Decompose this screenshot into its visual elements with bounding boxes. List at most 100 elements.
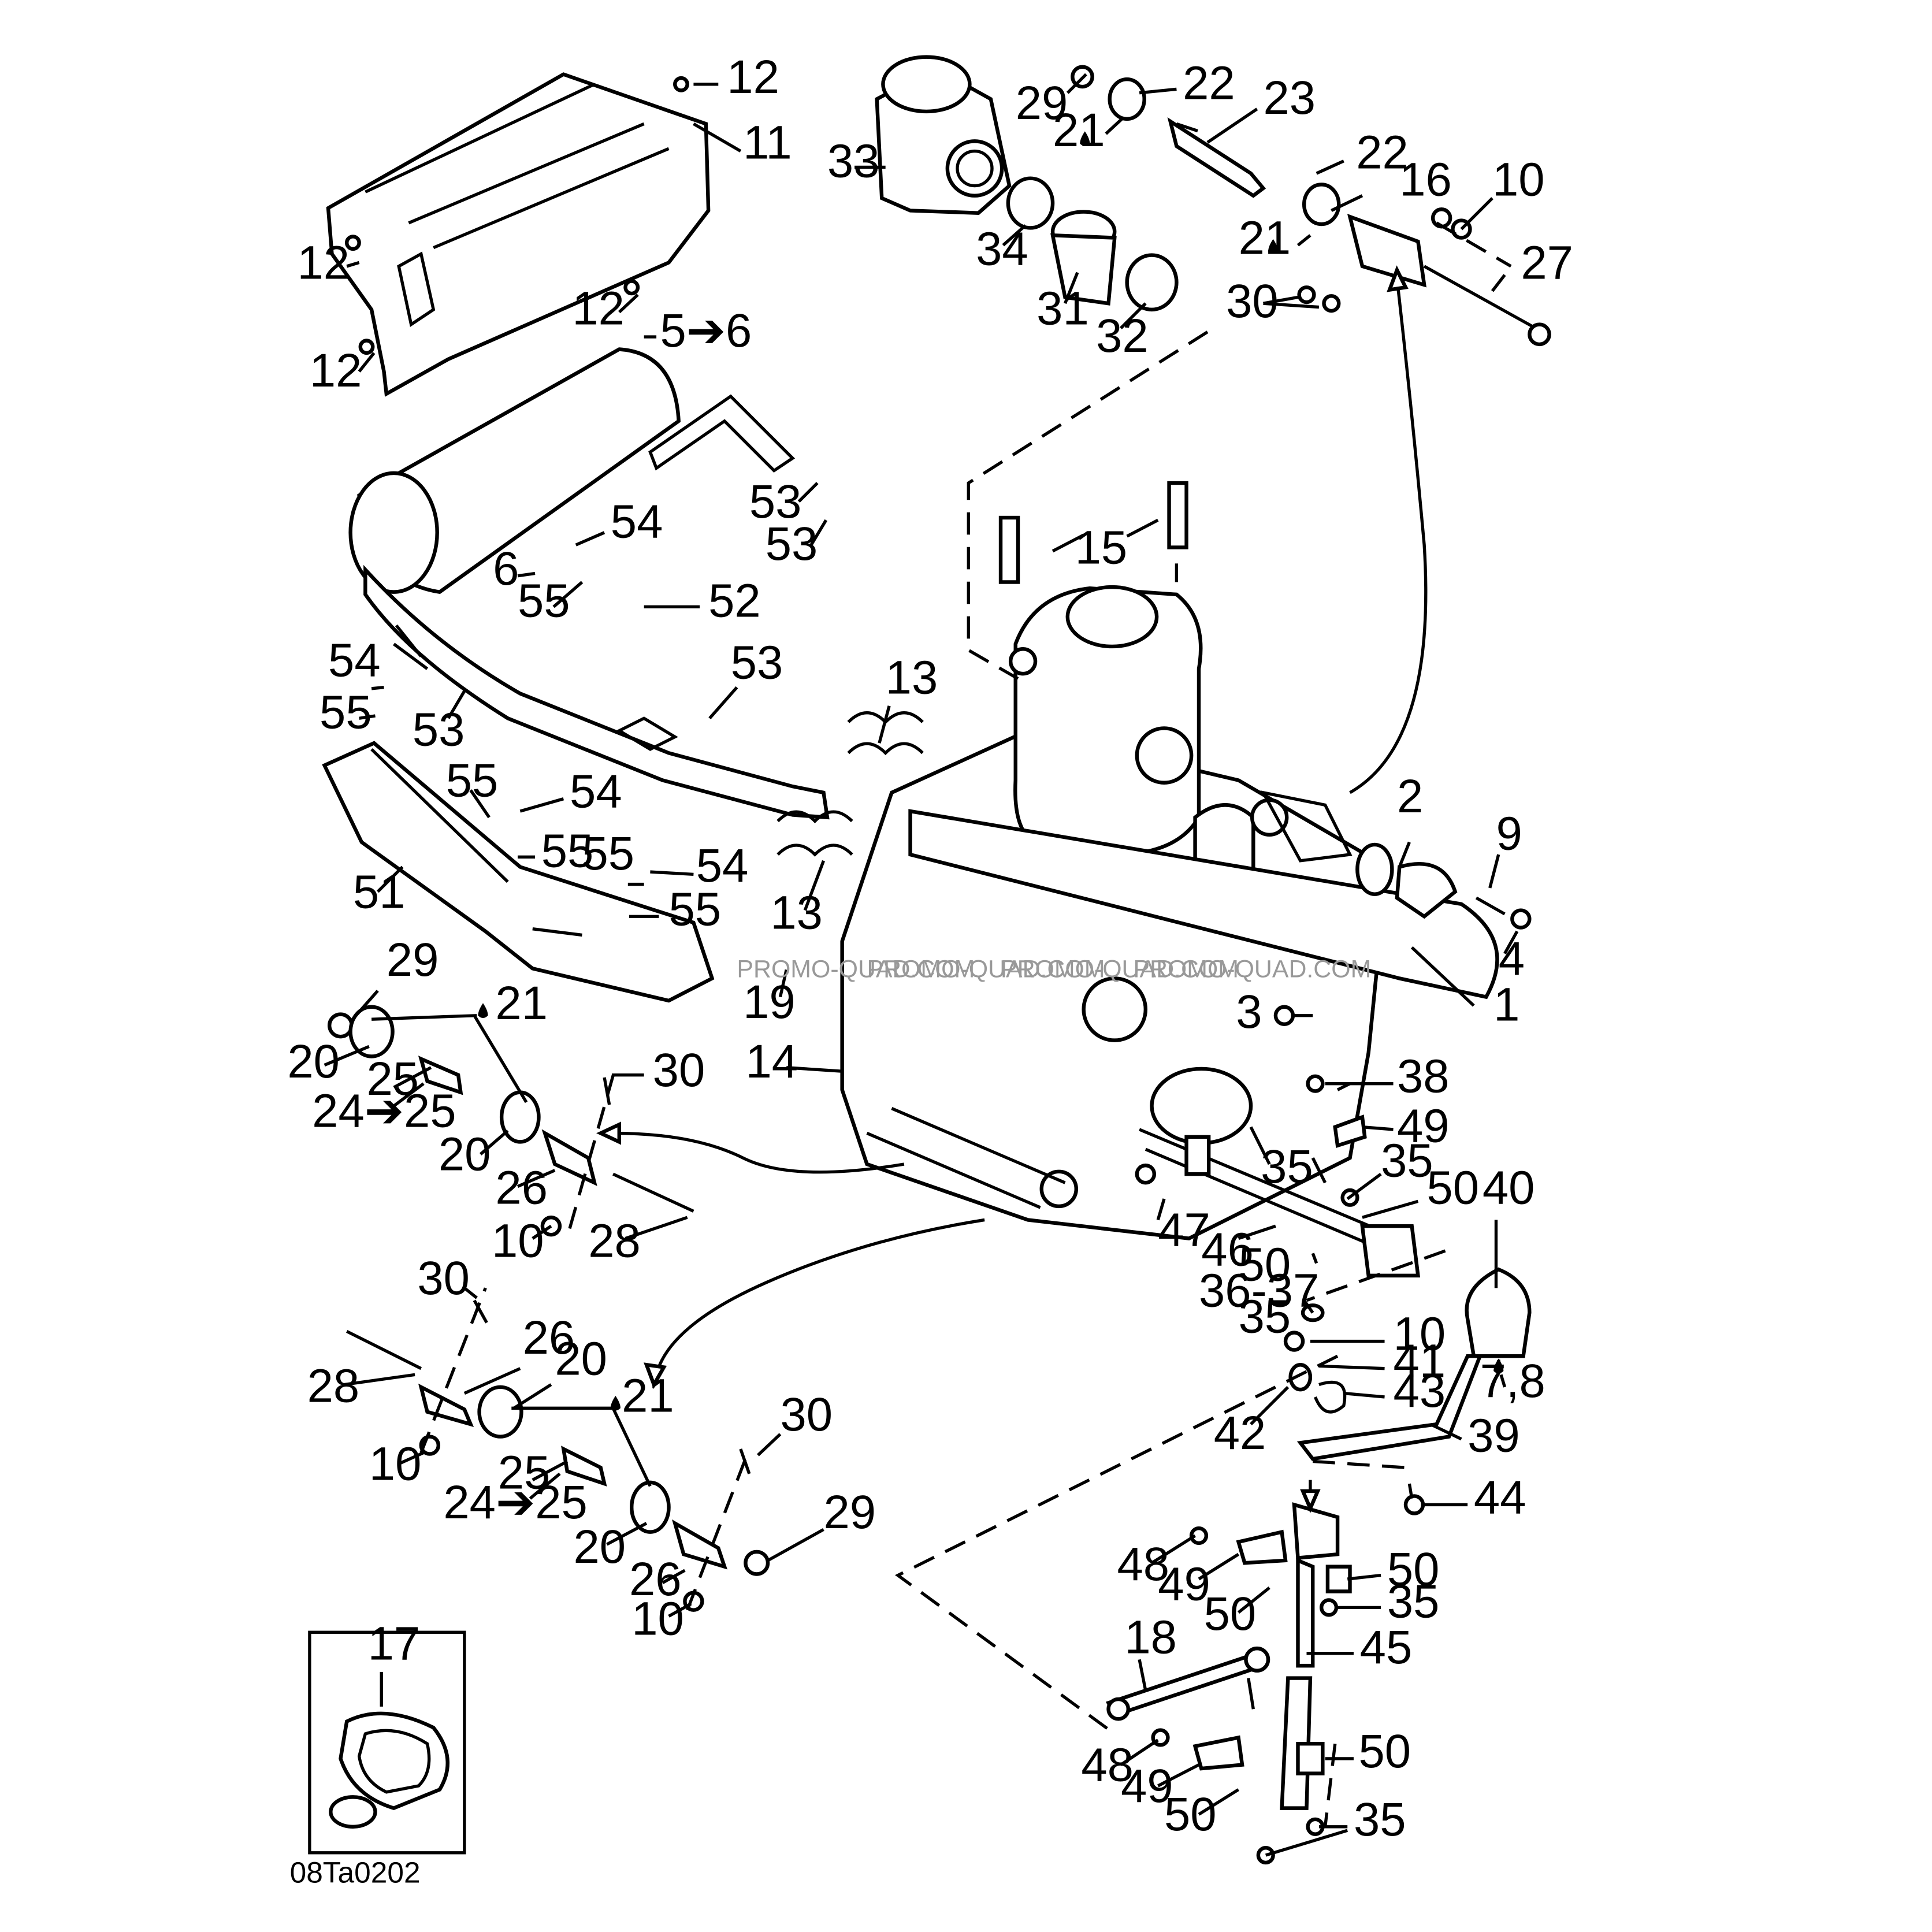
- shift-linkage: [1105, 1074, 1532, 1865]
- callout-11: 11: [743, 116, 792, 169]
- callout-35: 35: [1354, 1793, 1406, 1846]
- callout-20: 20: [555, 1332, 607, 1385]
- callout-38: 38: [1397, 1050, 1450, 1103]
- callout-28: 28: [307, 1360, 360, 1413]
- callout-10: 10: [1394, 1308, 1446, 1361]
- callout-20: 20: [287, 1035, 340, 1088]
- callout-55: 55: [319, 686, 372, 738]
- callout-46: 46: [1201, 1224, 1254, 1276]
- callout-12: 12: [297, 236, 350, 289]
- callout-9: 9: [1496, 808, 1522, 860]
- callout-55: 55: [669, 883, 722, 935]
- callout-35: 35: [1239, 1291, 1291, 1343]
- callout-28: 28: [588, 1215, 641, 1268]
- callout-50: 50: [1426, 1162, 1479, 1214]
- assembly-lines: [419, 122, 1512, 1827]
- callout-43: 43: [1394, 1365, 1446, 1417]
- callout-7-8: 7,8: [1480, 1355, 1545, 1407]
- callout-54: 54: [611, 495, 663, 548]
- callout-22: 22: [1183, 57, 1235, 109]
- callout-20: 20: [573, 1521, 626, 1573]
- callout-15: 15: [1075, 521, 1128, 574]
- callout-21: 21: [622, 1370, 674, 1422]
- callout-55: 55: [446, 754, 499, 807]
- engine: [840, 585, 1499, 1240]
- callout-30: 30: [1226, 275, 1279, 328]
- callout-5-6: 5➔6: [660, 304, 752, 357]
- callout-35: 35: [1387, 1576, 1440, 1628]
- callout-48: 48: [1081, 1738, 1134, 1791]
- callout-35: 35: [1261, 1140, 1313, 1193]
- spark-plugs: [998, 481, 1188, 584]
- callout-10: 10: [369, 1438, 422, 1491]
- callout-54: 54: [328, 634, 381, 686]
- callout-51: 51: [353, 865, 406, 918]
- callout-35: 35: [1381, 1134, 1433, 1187]
- callout-45: 45: [1360, 1621, 1413, 1674]
- leader-lines: [324, 73, 1519, 1857]
- callout-29: 29: [1016, 77, 1068, 129]
- watermark-3: PROMO-QUAD.COM: [1001, 955, 1239, 983]
- callout-3: 3: [1236, 986, 1262, 1038]
- left-mount-upper: [327, 1005, 694, 1237]
- callout-54: 54: [696, 839, 749, 892]
- callout-6: 6: [493, 543, 519, 595]
- callout-49: 49: [1397, 1099, 1450, 1152]
- callout-55: 55: [582, 827, 634, 880]
- callout-47: 47: [1158, 1203, 1210, 1256]
- callout-20: 20: [439, 1128, 491, 1181]
- callout-19: 19: [743, 976, 796, 1028]
- heat-shield: [326, 72, 711, 397]
- callout-55: 55: [541, 825, 594, 878]
- callout-12: 12: [310, 344, 362, 397]
- callout-36-37: 36-37: [1199, 1264, 1319, 1317]
- figure-reference-code: 08Ta0202: [290, 1855, 421, 1889]
- callout-39: 39: [1467, 1409, 1520, 1462]
- callout-53: 53: [413, 703, 465, 756]
- callout-29: 29: [823, 1486, 876, 1539]
- callout-16: 16: [1399, 154, 1452, 206]
- callout-55: 55: [518, 575, 570, 627]
- callout-23: 23: [1263, 72, 1316, 124]
- callout-4: 4: [1499, 932, 1525, 985]
- carburetor: [875, 55, 1012, 215]
- callout-30: 30: [653, 1044, 705, 1097]
- callout-32: 32: [1096, 310, 1149, 362]
- callout-52: 52: [708, 575, 761, 627]
- callout-53: 53: [749, 475, 802, 528]
- callout-21: 21: [1053, 104, 1105, 157]
- callout-49: 49: [1121, 1760, 1173, 1812]
- lubricant-drop-icons: [478, 131, 1504, 1411]
- callout-30: 30: [417, 1252, 470, 1305]
- callout-22: 22: [1356, 127, 1409, 179]
- callout-26: 26: [629, 1553, 682, 1606]
- upper-engine-mount: [1071, 65, 1551, 347]
- callout-24-25: 24➔25: [312, 1085, 456, 1138]
- watermark-1: PROMO-QUAD.COM: [737, 955, 975, 983]
- callout-25: 25: [367, 1053, 419, 1105]
- callout-25: 25: [498, 1447, 551, 1499]
- assembly-arrows: [596, 265, 1428, 1514]
- callout-27: 27: [1521, 236, 1573, 289]
- callout-26: 26: [523, 1311, 575, 1364]
- callout-44: 44: [1474, 1471, 1526, 1524]
- callout-50: 50: [1164, 1788, 1217, 1841]
- callout-2: 2: [1397, 770, 1423, 823]
- callout-50: 50: [1204, 1588, 1257, 1640]
- callout-1: 1: [1493, 978, 1519, 1031]
- callout-48: 48: [1117, 1538, 1170, 1591]
- callout-40: 40: [1483, 1162, 1535, 1214]
- callout-13: 13: [770, 887, 823, 939]
- callout-18: 18: [1124, 1611, 1177, 1664]
- exhaust-manifold-parts: [1273, 842, 1532, 1026]
- callout-54: 54: [570, 766, 622, 818]
- callout-12: 12: [572, 283, 625, 335]
- callout-53: 53: [766, 518, 818, 570]
- callout-17: 17: [368, 1617, 421, 1670]
- callout-26: 26: [495, 1162, 548, 1214]
- callout-50: 50: [1387, 1543, 1440, 1596]
- callout-14: 14: [745, 1035, 798, 1088]
- callout-10: 10: [1492, 154, 1545, 206]
- watermark-4: PROMO-QUAD.COM: [1133, 955, 1371, 983]
